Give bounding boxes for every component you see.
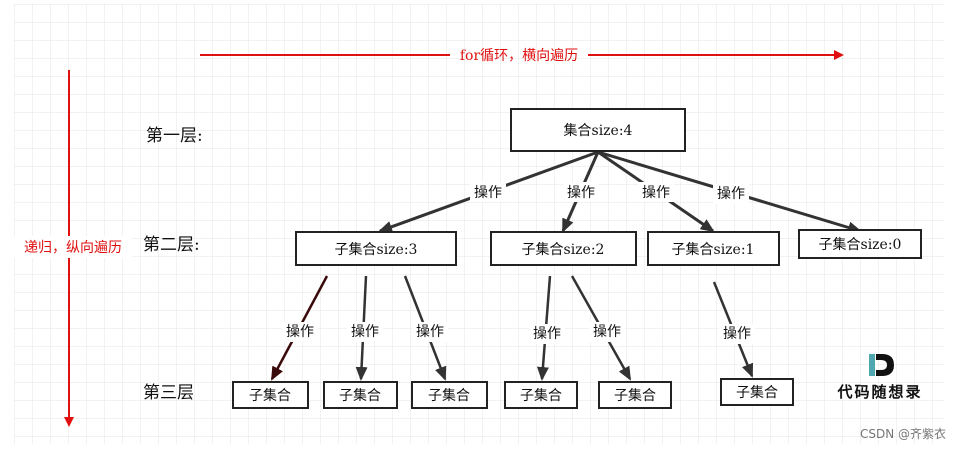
brand-d-icon — [869, 354, 894, 376]
brand-logo: 代码随想录 — [836, 354, 922, 401]
level3-node: 子集合 — [720, 378, 794, 406]
level2-node-label: 子集合size:3 — [335, 241, 418, 258]
vertical-arrow: 递归，纵向遍历 — [14, 70, 132, 427]
op-label: 操作 — [723, 326, 751, 342]
level2-node-label: 子集合size:2 — [522, 241, 605, 258]
level3-node-label: 子集合 — [520, 387, 562, 404]
level2-node: 子集合size:3 — [295, 231, 457, 266]
vertical-arrow-label: 递归，纵向遍历 — [24, 239, 122, 256]
grid-background — [14, 4, 944, 444]
level3-node-label: 子集合 — [339, 387, 381, 404]
layer-label-first: 第一层: — [146, 126, 203, 146]
op-label: 操作 — [351, 324, 379, 340]
level2-node: 子集合size:0 — [798, 229, 922, 259]
level2-node: 子集合size:1 — [647, 231, 780, 266]
level3-node: 子集合 — [411, 381, 488, 409]
op-label: 操作 — [717, 186, 745, 202]
level2-node: 子集合size:2 — [490, 231, 637, 266]
op-label: 操作 — [286, 324, 314, 340]
op-label: 操作 — [567, 185, 595, 201]
horizontal-arrow-label: for循环，横向遍历 — [460, 48, 578, 64]
watermark: CSDN @齐紫衣 — [860, 426, 946, 441]
level3-node: 子集合 — [598, 381, 672, 409]
op-label: 操作 — [593, 324, 621, 340]
level3-node: 子集合 — [504, 381, 578, 409]
level3-node-label: 子集合 — [614, 387, 656, 404]
level3-node: 子集合 — [232, 381, 309, 409]
horizontal-arrow: for循环，横向遍历 — [200, 48, 844, 64]
layer-label-third: 第三层 — [143, 383, 194, 403]
op-label: 操作 — [642, 185, 670, 201]
root-node: 集合size:4 — [510, 108, 686, 152]
level3-node: 子集合 — [323, 381, 398, 409]
brand-text: 代码随想录 — [836, 383, 922, 401]
op-label: 操作 — [416, 324, 444, 340]
level2-node-label: 子集合size:1 — [672, 241, 755, 258]
level3-node-label: 子集合 — [249, 387, 291, 404]
op-label: 操作 — [474, 185, 502, 201]
level2-node-label: 子集合size:0 — [819, 236, 902, 253]
op-label: 操作 — [533, 326, 561, 342]
level3-node-label: 子集合 — [736, 384, 778, 401]
root-node-label: 集合size:4 — [564, 122, 633, 139]
level3-node-label: 子集合 — [428, 387, 470, 404]
layer-label-second: 第二层: — [143, 235, 200, 255]
